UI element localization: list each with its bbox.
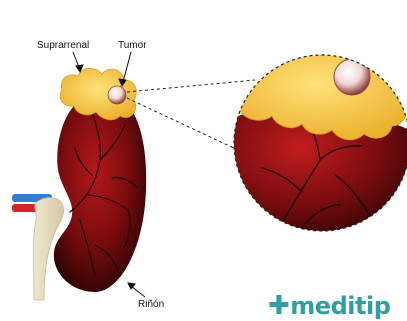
kidney bbox=[12, 52, 146, 300]
tumor-small bbox=[108, 86, 126, 104]
label-kidney: Riñón bbox=[138, 299, 164, 310]
tumor-zoom bbox=[334, 59, 370, 95]
zoom-view bbox=[227, 47, 407, 240]
brand-name: meditip bbox=[290, 292, 390, 320]
kidney-body bbox=[54, 92, 146, 292]
label-adrenal: Suprarrenal bbox=[37, 40, 89, 51]
plus-cross-icon: ✚ bbox=[268, 293, 289, 319]
brand-logo: ✚ meditip bbox=[268, 292, 390, 320]
label-tumor: Tumor bbox=[118, 40, 147, 51]
